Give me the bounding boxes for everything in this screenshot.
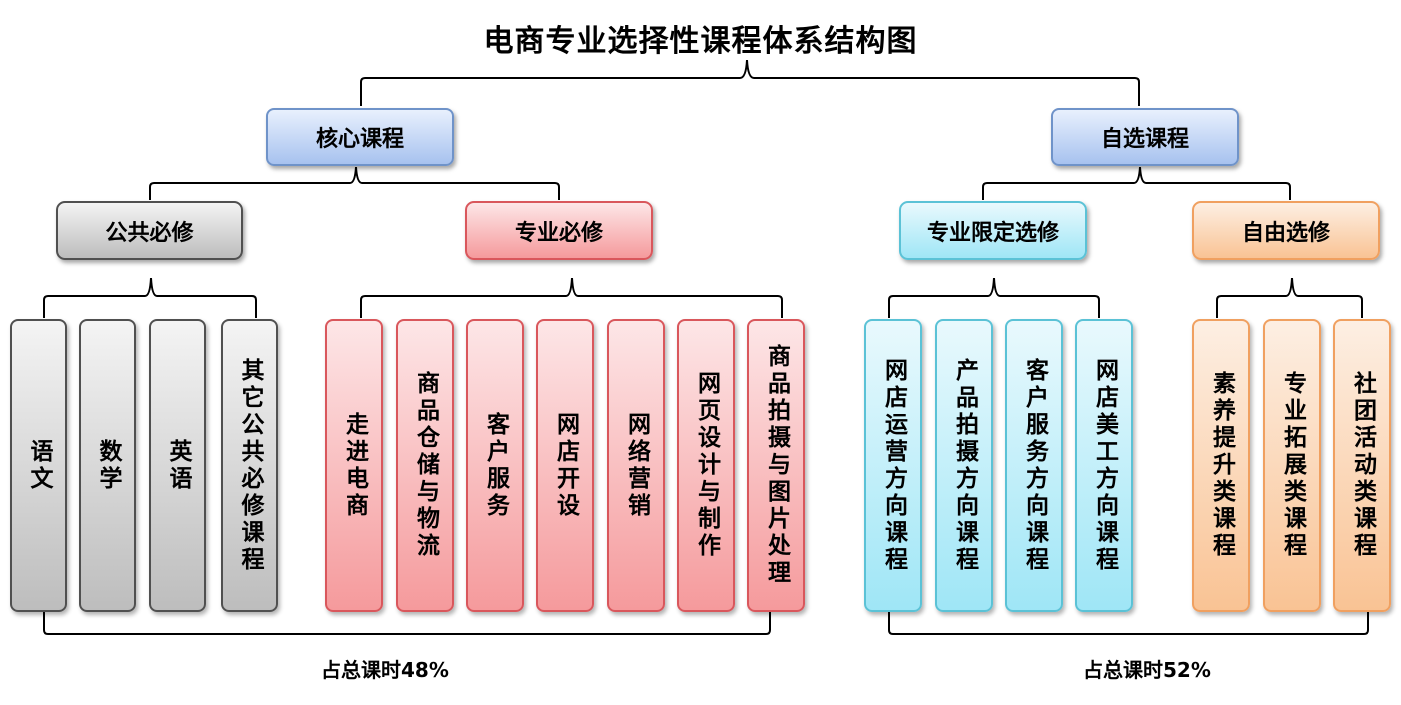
node-major-required-label: 专业必修 (514, 220, 603, 246)
leaf-free-0: 素养提升类课程 (1192, 319, 1250, 612)
leaf-label: 网店运营方向课程 (880, 357, 907, 574)
brace-limited (888, 277, 1100, 318)
leaf-label: 网店美工方向课程 (1091, 357, 1118, 574)
brace-major (360, 277, 783, 318)
node-free-elective-label: 自由选修 (1241, 220, 1330, 246)
leaf-public-0: 语文 (10, 319, 67, 612)
leaf-label: 客户服务 (482, 411, 509, 520)
node-core-courses: 核心课程 (266, 108, 454, 166)
leaf-label: 走进电商 (341, 411, 368, 520)
leaf-major-5: 网页设计与制作 (677, 319, 735, 612)
leaf-label: 数学 (95, 438, 121, 493)
node-public-required: 公共必修 (56, 201, 243, 260)
bracket-left-bottom (43, 612, 771, 635)
brace-core (149, 166, 560, 200)
leaf-major-4: 网络营销 (607, 319, 665, 612)
leaf-limited-3: 网店美工方向课程 (1075, 319, 1133, 612)
leaf-public-3: 其它公共必修课程 (221, 319, 278, 612)
brace-elective (982, 166, 1291, 200)
leaf-major-2: 客户服务 (466, 319, 524, 612)
node-public-required-label: 公共必修 (105, 220, 194, 246)
leaf-major-3: 网店开设 (536, 319, 594, 612)
brace-free (1216, 277, 1363, 318)
node-limited-elective-label: 专业限定选修 (926, 220, 1059, 246)
leaf-label: 网络营销 (623, 411, 650, 520)
leaf-label: 产品拍摄方向课程 (951, 357, 978, 574)
brace-public (43, 277, 257, 318)
leaf-free-1: 专业拓展类课程 (1263, 319, 1321, 612)
core-share-label: 占总课时48% (321, 658, 449, 682)
leaf-limited-0: 网店运营方向课程 (864, 319, 922, 612)
leaf-label: 网店开设 (552, 411, 579, 520)
leaf-limited-2: 客户服务方向课程 (1005, 319, 1063, 612)
leaf-limited-1: 产品拍摄方向课程 (935, 319, 993, 612)
leaf-label: 社团活动类课程 (1349, 371, 1376, 560)
leaf-free-2: 社团活动类课程 (1333, 319, 1391, 612)
node-elective-courses: 自选课程 (1051, 108, 1239, 166)
leaf-public-2: 英语 (149, 319, 206, 612)
brace-root (360, 59, 1140, 106)
leaf-label: 其它公共必修课程 (237, 357, 263, 574)
leaf-major-0: 走进电商 (325, 319, 383, 612)
leaf-major-1: 商品仓储与物流 (396, 319, 454, 612)
bracket-right-bottom (888, 612, 1369, 635)
leaf-label: 语文 (26, 438, 52, 493)
node-elective-courses-label: 自选课程 (1100, 127, 1189, 152)
diagram-title: 电商专业选择性课程体系结构图 (483, 24, 918, 59)
node-core-courses-label: 核心课程 (315, 127, 404, 152)
node-free-elective: 自由选修 (1192, 201, 1380, 260)
node-major-required: 专业必修 (465, 201, 653, 260)
leaf-label: 专业拓展类课程 (1279, 371, 1306, 560)
leaf-label: 客户服务方向课程 (1021, 357, 1048, 574)
leaf-major-6: 商品拍摄与图片处理 (747, 319, 805, 612)
leaf-label: 网页设计与制作 (693, 371, 720, 560)
leaf-label: 素养提升类课程 (1208, 371, 1235, 560)
leaf-label: 商品拍摄与图片处理 (763, 344, 790, 587)
elective-share-label: 占总课时52% (1083, 658, 1211, 682)
node-limited-elective: 专业限定选修 (899, 201, 1087, 260)
leaf-label: 商品仓储与物流 (412, 371, 439, 560)
leaf-public-1: 数学 (79, 319, 136, 612)
leaf-label: 英语 (165, 438, 191, 493)
